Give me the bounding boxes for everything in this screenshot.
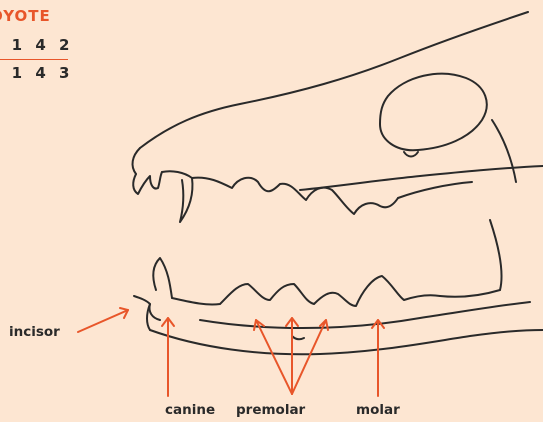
- dental-formula-lower: 3 1 4 3: [0, 64, 70, 82]
- zygomatic-arch: [300, 166, 543, 190]
- upper-canine: [162, 171, 193, 222]
- arrow-premolar-left: [256, 320, 292, 394]
- lower-jaw-bottom: [150, 330, 543, 354]
- mandible-inner-line: [200, 302, 530, 328]
- eye-orbit: [380, 74, 487, 151]
- lower-tooth-row: [172, 276, 440, 306]
- skull-back-line: [492, 120, 516, 182]
- upper-jaw-back: [398, 182, 472, 198]
- skull-snout-tip: [133, 148, 140, 174]
- dental-formula-upper: 3 1 4 2: [0, 36, 70, 54]
- label-incisor: incisor: [9, 324, 60, 340]
- mandible-small-mark: [292, 336, 304, 339]
- skull-mark: [404, 152, 418, 157]
- arrow-premolar-right: [292, 320, 326, 394]
- lower-jaw-ramus: [490, 220, 502, 290]
- upper-incisors: [133, 172, 162, 194]
- lower-canine: [153, 258, 172, 298]
- animal-name: COYOTE: [0, 7, 51, 25]
- lower-jaw-front: [147, 304, 150, 330]
- label-arrows: [78, 308, 384, 396]
- dental-formula-divider: [0, 59, 68, 60]
- label-canine: canine: [165, 402, 215, 418]
- arrow-incisor: [78, 310, 128, 332]
- lower-jaw-upper-edge: [440, 290, 500, 297]
- label-molar: molar: [356, 402, 400, 418]
- label-premolar: premolar: [236, 402, 305, 418]
